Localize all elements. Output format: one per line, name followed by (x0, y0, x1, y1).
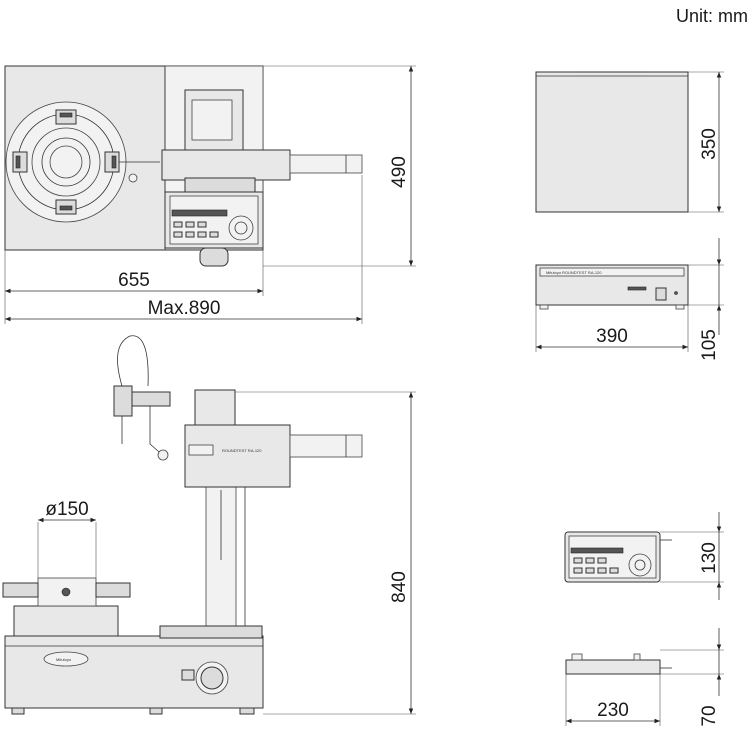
dim-remote-depth: 230 (597, 700, 629, 721)
base-brand-label: Mitutoyo (56, 657, 72, 662)
dim-top-max-width: Max.890 (148, 298, 221, 319)
remote-top-view: 130 (564, 512, 724, 600)
side-view-machine: Mitutoyo ROUNDTEST RA-120 (2, 335, 363, 715)
dim-table-diameter: ø150 (45, 499, 88, 520)
dim-unit-front-width: 390 (596, 326, 628, 347)
side-model-label: ROUNDTEST RA-120 (222, 448, 262, 453)
unit-front-view: Mitutoyo ROUNDTEST RA-120 390 105 (535, 238, 724, 361)
dim-top-depth: 490 (389, 156, 410, 188)
unit-brand-label: Mitutoyo (546, 270, 562, 275)
unit-top-view: 350 (535, 71, 724, 213)
dim-top-width: 655 (118, 270, 150, 291)
unit-model-label: ROUNDTEST RA-120 (562, 270, 602, 275)
dim-remote-height: 130 (699, 542, 720, 574)
top-view-dimensions: 655 Max.890 490 (4, 65, 416, 324)
side-view-dimensions: ø150 840 (37, 391, 416, 715)
top-view-machine (4, 65, 363, 267)
unit-label: Unit: mm (676, 6, 748, 26)
dim-side-height: 840 (389, 571, 410, 603)
dim-unit-top-depth: 350 (699, 128, 720, 160)
dim-remote-side-height: 70 (699, 705, 720, 726)
dim-unit-front-height: 105 (699, 329, 720, 361)
remote-side-view: 230 70 (565, 628, 724, 727)
